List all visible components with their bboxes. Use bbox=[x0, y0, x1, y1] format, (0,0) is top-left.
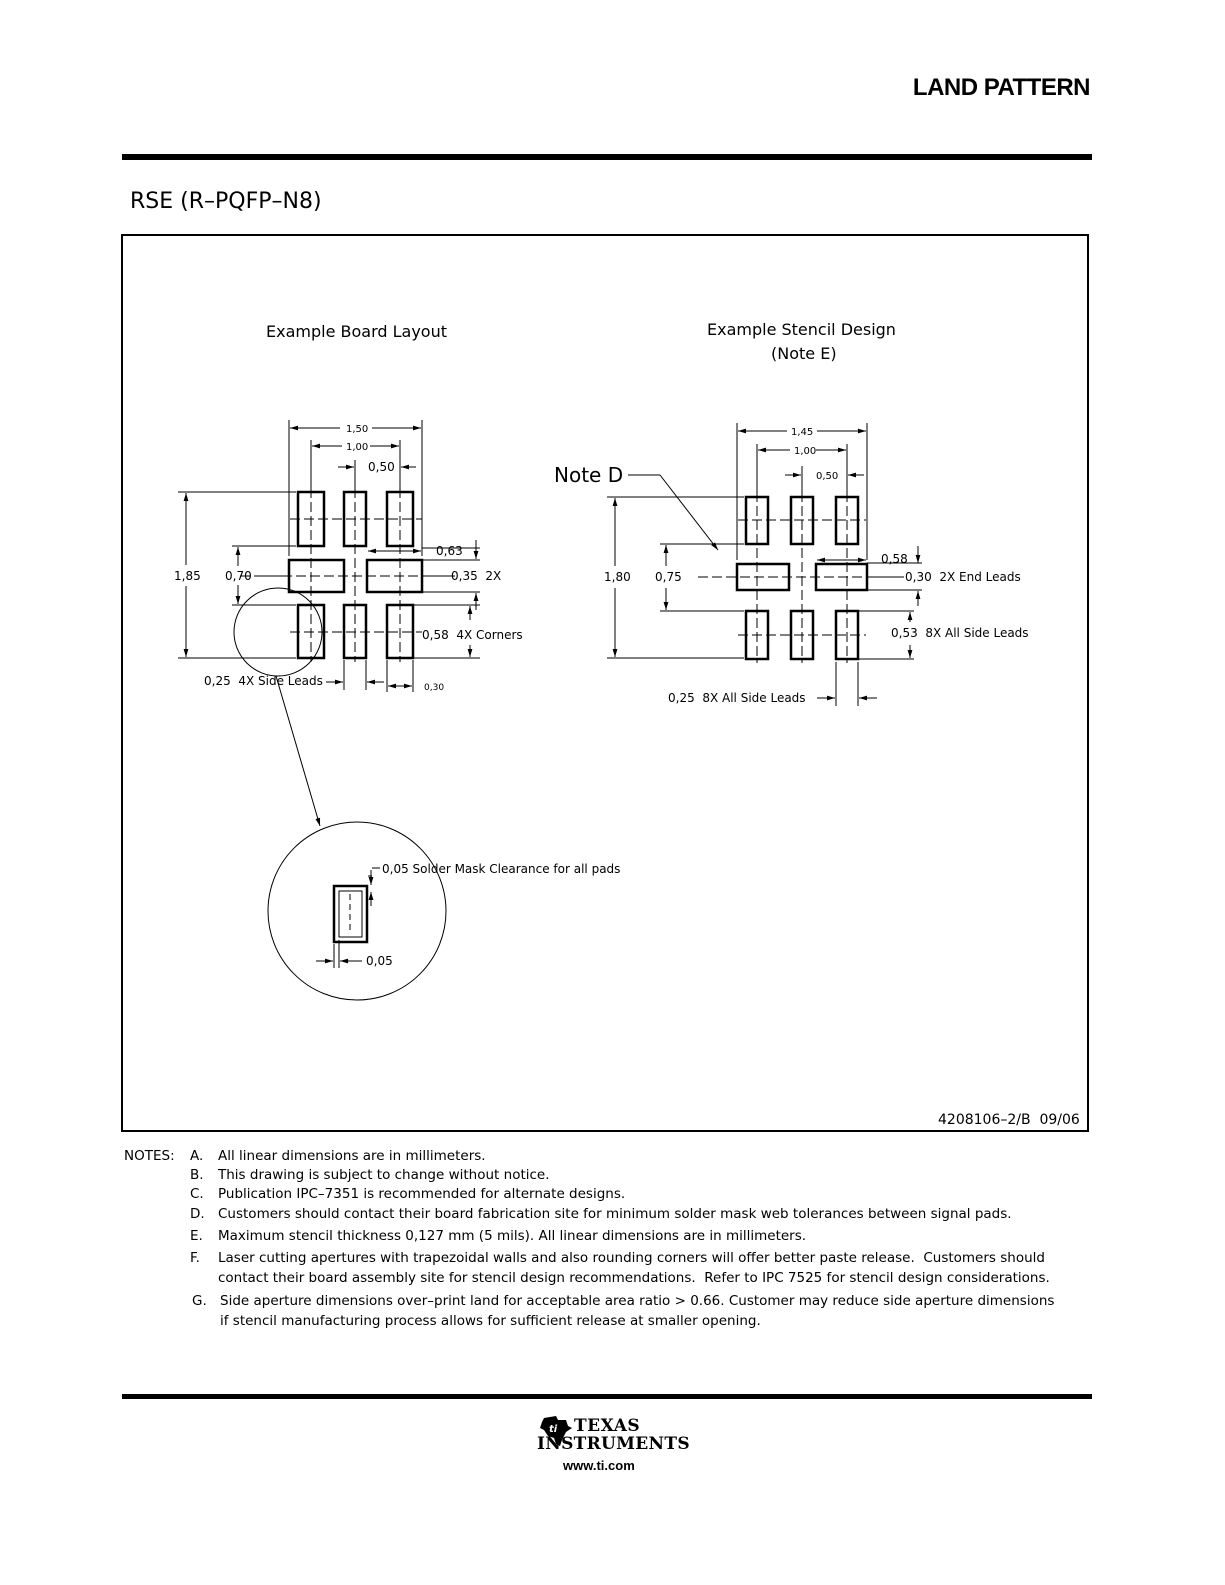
stencil-dimension-labels: 1,45 1,00 0,50 1,80 0,75 0,58 0,30 2X En… bbox=[604, 427, 1029, 705]
footer-rule bbox=[122, 1394, 1092, 1399]
page-header-title: LAND PATTERN bbox=[912, 74, 1091, 101]
note-text: Customers should contact their board fab… bbox=[218, 1206, 1012, 1222]
ti-logo-icon: ti bbox=[540, 1416, 572, 1446]
board-dim-0-35: 0,35 2X bbox=[451, 569, 501, 583]
detail-callout-circle bbox=[233, 587, 323, 677]
board-center-lines bbox=[240, 488, 455, 662]
board-dim-0-25: 0,25 4X Side Leads bbox=[204, 674, 323, 688]
stencil-center-lines bbox=[698, 492, 900, 663]
detail-pad bbox=[332, 884, 369, 944]
stencil-dim-0-50: 0,50 bbox=[816, 471, 838, 482]
notes-label: NOTES: bbox=[124, 1148, 175, 1164]
drawing-number: 4208106–2/B 09/06 bbox=[938, 1112, 1080, 1128]
logo-text-instruments: INSTRUMENTS bbox=[537, 1434, 690, 1454]
note-letter: A. bbox=[190, 1148, 204, 1164]
stencil-note-d: Note D bbox=[554, 463, 623, 487]
board-dim-1-85: 1,85 bbox=[174, 569, 201, 583]
stencil-dim-0-53: 0,53 8X All Side Leads bbox=[891, 626, 1029, 640]
svg-text:ti: ti bbox=[549, 1424, 558, 1435]
board-dimension-labels: 1,50 1,00 0,50 1,85 0,70 0,63 0,35 2X 0,… bbox=[174, 424, 523, 693]
package-title: RSE (R–PQFP–N8) bbox=[130, 189, 322, 214]
note-text: All linear dimensions are in millimeters… bbox=[218, 1148, 486, 1164]
stencil-dim-1-45: 1,45 bbox=[791, 427, 813, 438]
stencil-dim-0-58: 0,58 bbox=[881, 552, 908, 566]
note-text: if stencil manufacturing process allows … bbox=[220, 1313, 761, 1329]
note-letter: G. bbox=[192, 1293, 207, 1309]
stencil-dim-0-75: 0,75 bbox=[655, 570, 682, 584]
detail-dimension-lines bbox=[316, 867, 380, 968]
stencil-subtitle: (Note E) bbox=[771, 344, 837, 363]
board-dim-1-00: 1,00 bbox=[346, 442, 368, 453]
board-layout-title: Example Board Layout bbox=[266, 322, 447, 341]
note-text: This drawing is subject to change withou… bbox=[218, 1167, 550, 1183]
footer-url[interactable]: www.ti.com bbox=[563, 1458, 635, 1473]
note-text: Publication IPC–7351 is recommended for … bbox=[218, 1186, 626, 1202]
stencil-dim-1-80: 1,80 bbox=[604, 570, 631, 584]
logo-text-texas: TEXAS bbox=[574, 1416, 641, 1436]
board-dim-1-50: 1,50 bbox=[346, 424, 368, 435]
stencil-dim-0-30: 0,30 2X End Leads bbox=[905, 570, 1021, 584]
stencil-title: Example Stencil Design bbox=[707, 320, 896, 339]
stencil-dim-0-25: 0,25 8X All Side Leads bbox=[668, 691, 806, 705]
board-dim-0-70: 0,70 bbox=[225, 569, 252, 583]
note-d-arrow bbox=[659, 474, 719, 551]
note-text: Laser cutting apertures with trapezoidal… bbox=[218, 1250, 1045, 1266]
header-rule bbox=[122, 154, 1092, 160]
stencil-dimension-lines bbox=[607, 423, 922, 706]
board-dimension-lines bbox=[178, 420, 480, 692]
board-dim-0-58: 0,58 4X Corners bbox=[422, 628, 523, 642]
note-letter: F. bbox=[190, 1250, 200, 1266]
note-text: Maximum stencil thickness 0,127 mm (5 mi… bbox=[218, 1228, 807, 1244]
note-letter: E. bbox=[190, 1228, 203, 1244]
note-letter: B. bbox=[190, 1167, 204, 1183]
note-text: Side aperture dimensions over–print land… bbox=[220, 1293, 1055, 1309]
detail-mask-clearance-h-label: 0,05 bbox=[366, 954, 393, 968]
board-dim-0-30: 0,30 bbox=[424, 683, 444, 693]
note-letter: D. bbox=[190, 1206, 205, 1222]
land-pattern-drawing: Example Board Layout bbox=[174, 320, 1080, 1128]
detail-callout-leader bbox=[275, 675, 321, 827]
detail-mask-clearance-label: 0,05 Solder Mask Clearance for all pads bbox=[382, 862, 620, 876]
note-letter: C. bbox=[190, 1186, 204, 1202]
board-dim-0-50: 0,50 bbox=[368, 460, 395, 474]
board-dim-0-63: 0,63 bbox=[436, 544, 463, 558]
stencil-dim-1-00: 1,00 bbox=[794, 446, 816, 457]
detail-circle bbox=[267, 821, 447, 1001]
note-text: contact their board assembly site for st… bbox=[218, 1270, 1050, 1286]
drawing-frame bbox=[121, 234, 1089, 1132]
ti-logo: ti TEXAS INSTRUMENTS www.ti.com bbox=[534, 1414, 694, 1494]
